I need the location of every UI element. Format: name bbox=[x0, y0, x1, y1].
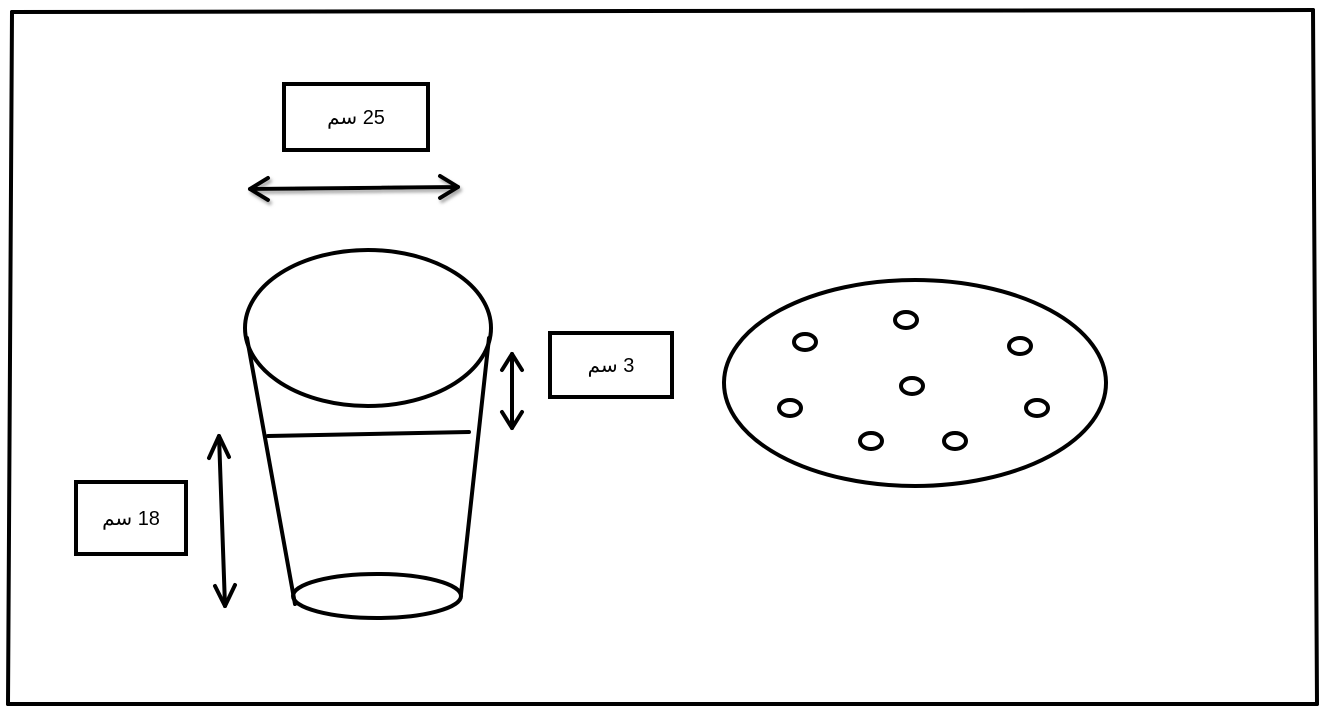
disc-hole bbox=[792, 332, 818, 352]
disc-hole bbox=[1007, 336, 1033, 356]
rim-height-arrow-icon bbox=[500, 352, 524, 430]
cup-fill-line bbox=[266, 430, 471, 438]
body-height-arrow-icon bbox=[207, 434, 237, 608]
disc-hole bbox=[777, 398, 803, 418]
cup-icon bbox=[243, 248, 493, 620]
frame-left-edge bbox=[6, 10, 14, 706]
top-width-label: 25 سم bbox=[282, 82, 430, 152]
width-arrow-icon bbox=[248, 174, 460, 202]
disc-hole bbox=[858, 431, 884, 451]
cup-base bbox=[291, 572, 463, 620]
disc-hole bbox=[942, 431, 968, 451]
disc-hole bbox=[899, 376, 925, 396]
cup-top-rim bbox=[243, 248, 493, 408]
rim-height-label: 3 سم bbox=[548, 331, 674, 399]
disc-outline bbox=[722, 278, 1108, 488]
frame-top-edge bbox=[10, 8, 1315, 14]
cup-left-side bbox=[245, 336, 297, 606]
body-height-label: 18 سم bbox=[74, 480, 188, 556]
frame-right-edge bbox=[1311, 8, 1319, 706]
outer-frame bbox=[6, 8, 1319, 706]
cup-right-side bbox=[459, 336, 491, 596]
disc-hole bbox=[893, 310, 919, 330]
disc-hole bbox=[1024, 398, 1050, 418]
perforated-disc-icon bbox=[722, 278, 1108, 488]
